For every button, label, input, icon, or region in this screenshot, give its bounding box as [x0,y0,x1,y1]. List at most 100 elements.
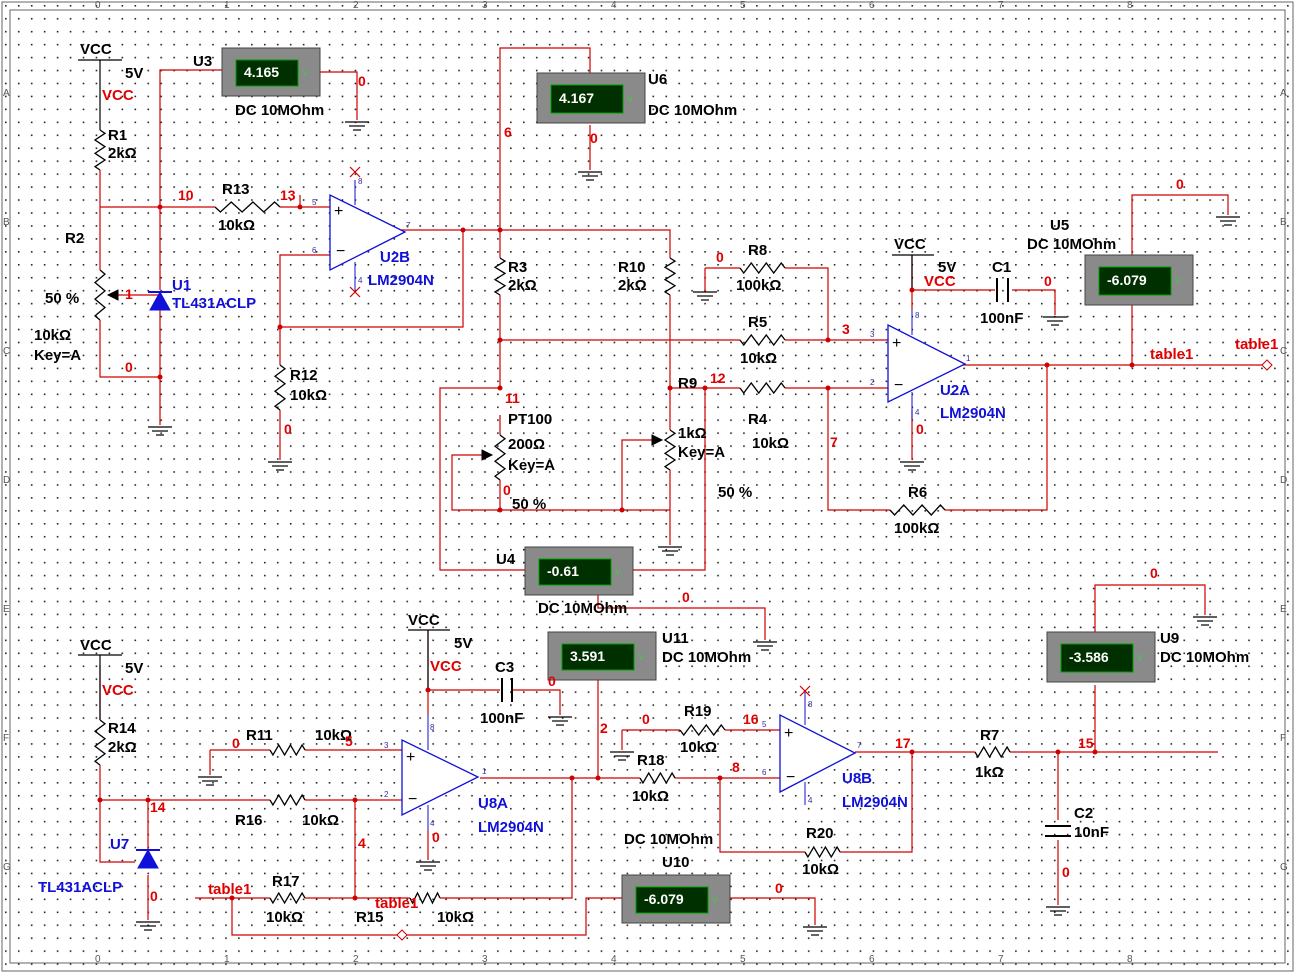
wires [99,47,1270,936]
r2-wiper-arrow [106,289,119,301]
node-11: 11 [505,390,520,406]
node-2: 2 [600,720,608,736]
junction-dots [97,204,1135,901]
table1-connector-bottom [396,929,408,941]
meter-unit: V [627,94,633,104]
ruler-row-label: F [1280,733,1286,744]
node-10: 10 [178,187,194,203]
r2-value: 10kΩ [34,327,71,344]
junction-dot [425,687,431,693]
r5-resistor [739,333,786,347]
meter-reading: -6.079 [644,891,684,907]
junction-dot [352,797,358,803]
r11-label: R11 [246,727,273,744]
r13-label: R13 [222,181,250,198]
opamp-u2b [329,193,407,272]
ruler-col-label: 2 [353,954,359,965]
ground-icon [548,716,572,726]
ground-icon [345,121,369,131]
vcc-label-4: VCC [408,612,440,629]
r6-value: 100kΩ [894,520,939,537]
v5-label-4: 5V [454,635,472,652]
meter-unit: V [615,567,621,577]
svg-text:1: 1 [966,354,971,363]
r8-resistor [739,261,786,275]
svg-text:7: 7 [857,741,862,750]
node-17: 17 [895,735,911,751]
ruler-row-label: B [1280,217,1287,228]
r20-label: R20 [806,825,834,842]
ruler-row-label: C [1280,346,1287,357]
pt100-label: PT100 [508,411,552,428]
meter-screen [1098,266,1172,296]
v5-label-3: 5V [938,259,956,276]
meter-unit: V [638,652,644,662]
ruler-row-label: D [1280,475,1287,486]
vcc-label-3: VCC [894,236,926,253]
pt100-value: 200Ω [508,436,545,453]
junction-dot [569,775,575,781]
ruler-col-label: 3 [482,954,488,965]
junction-dot [1044,362,1050,368]
svg-text:8: 8 [358,177,363,186]
pt100-percent: 50 % [512,496,546,513]
svg-text:8: 8 [808,700,813,709]
junction-dot [460,227,466,233]
ruler-col-label: 0 [95,954,101,965]
r12-resistor [273,364,287,411]
r1-resistor [93,129,107,171]
junction-dot [909,287,915,293]
svg-text:2: 2 [870,378,875,387]
r16-label: R16 [235,812,263,829]
ground-symbols [136,121,1240,936]
node-0: 0 [503,482,511,498]
r19-resistor [679,723,726,737]
u3-mode: DC 10MOhm [235,102,324,119]
junction-dot [825,385,831,391]
junction-dot [497,227,503,233]
u9-mode: DC 10MOhm [1160,649,1249,666]
node-0: 0 [642,711,650,727]
meter-unit: V [302,68,308,78]
node-14: 14 [150,799,166,815]
r16-resistor [269,793,306,807]
ruler-row-label: G [3,862,11,873]
ruler-col-label: 6 [869,0,875,11]
meter-screen [635,886,709,914]
r20-resistor [804,845,841,859]
node-4: 4 [358,835,366,851]
r18-value: 10kΩ [632,788,669,805]
r6-resistor [889,504,946,516]
svg-text:+: + [784,725,793,742]
junction-dot [497,337,503,343]
c1-value: 100nF [980,310,1023,327]
ruler-col-label: 4 [611,954,617,965]
u8a-part: LM2904N [478,819,544,836]
r9-percent: 50 % [718,484,752,501]
r2-percent: 50 % [45,290,79,307]
opamp-u2a [887,323,967,404]
capacitors [501,278,1071,837]
ruler-col-label: 5 [740,954,746,965]
svg-text:+: + [406,749,415,766]
u5-label: U5 [1050,217,1069,234]
pt100-resistor [493,434,507,481]
u6-label: U6 [648,71,667,88]
r15-label: R15 [356,909,384,926]
r3-resistor [493,257,507,296]
junction-dot [277,324,283,330]
r2-key: Key=A [34,347,81,364]
meter-unit: V [1137,653,1143,663]
node-0: 0 [284,421,292,437]
ruler-col-label: 5 [740,0,746,11]
